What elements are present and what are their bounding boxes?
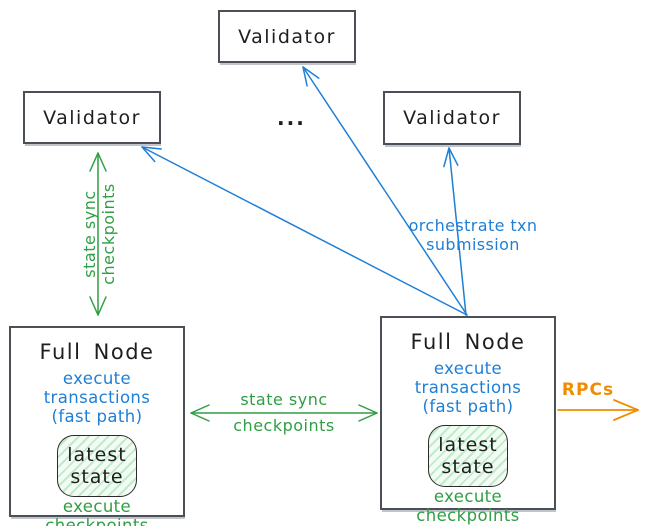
latest-state-box-right: latest state (428, 425, 508, 487)
horizontal-sync-label-line2: checkpoints (233, 416, 335, 435)
full-node-left-exec-line1: execute transactions (43, 369, 151, 407)
full-node-left-title: Full Node (39, 340, 155, 364)
state-sync-checkpoints-label-horizontal: state sync checkpoints (204, 387, 364, 439)
latest-state-right-line1: latest (438, 434, 498, 456)
validator-box-left: Validator (23, 91, 161, 144)
latest-state-right-line2: state (441, 456, 495, 478)
full-node-right-execute-transactions: execute transactions (fast path) (382, 359, 554, 416)
full-node-left-execute-checkpoints: execute checkpoints (45, 497, 149, 526)
rpcs-label: RPCs (561, 380, 615, 400)
state-sync-checkpoints-label-vertical: state sync checkpoints (80, 169, 118, 299)
horizontal-sync-label-line1: state sync (240, 390, 328, 409)
full-node-right-execute-checkpoints: execute checkpoints (416, 487, 520, 525)
validator-box-top: Validator (218, 10, 356, 63)
full-node-right-exec-line1: execute transactions (414, 359, 522, 397)
validator-left-label: Validator (43, 106, 141, 129)
full-node-left-exec-line2: (fast path) (51, 407, 143, 426)
orchestrate-txn-submission-label: orchestrate txn submission (408, 216, 538, 254)
full-node-box-left: Full Node execute transactions (fast pat… (9, 326, 185, 526)
vertical-sync-label-line2: checkpoints (99, 183, 118, 285)
latest-state-left-line1: latest (67, 444, 127, 466)
validator-top-label: Validator (238, 25, 336, 48)
latest-state-box-left: latest state (57, 435, 137, 497)
validators-ellipsis: ... (277, 106, 306, 130)
validator-right-label: Validator (403, 107, 501, 129)
latest-state-left-line2: state (70, 466, 124, 488)
full-node-right-exec-line2: (fast path) (422, 397, 514, 416)
full-node-box-right: Full Node execute transactions (fast pat… (380, 316, 556, 525)
full-node-left-execute-transactions: execute transactions (fast path) (11, 369, 183, 426)
full-node-right-title: Full Node (410, 330, 526, 354)
vertical-sync-label-line1: state sync (80, 190, 99, 278)
validator-box-right: Validator (383, 91, 521, 145)
